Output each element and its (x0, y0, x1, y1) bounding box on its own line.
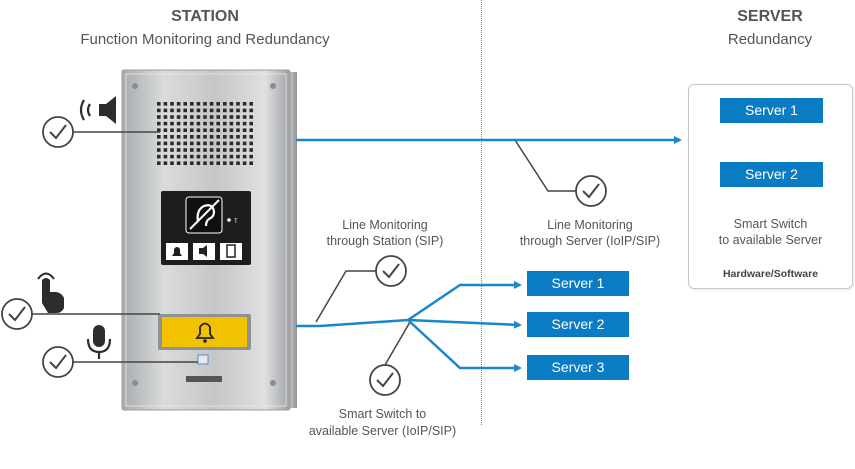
connection-lines (296, 136, 682, 372)
hardware-software-label: Hardware/Software (722, 268, 819, 280)
hearing-loop-icon: T (185, 196, 238, 234)
call-button[interactable] (158, 314, 251, 350)
smart-switch-line2: available Server (IoIP/SIP) (308, 424, 457, 438)
redundant-server-1[interactable]: Server 1 (720, 98, 823, 123)
station-subtitle: Function Monitoring and Redundancy (80, 31, 330, 48)
check-circle-icon (1, 298, 33, 330)
server-smart-switch-line1: Smart Switch (733, 217, 808, 231)
station-display: T (161, 191, 251, 265)
line-monitoring-server-line2: through Server (IoIP/SIP) (519, 234, 661, 248)
brand-logo (186, 376, 222, 382)
redundant-server-2[interactable]: Server 2 (720, 162, 823, 187)
bell-icon (195, 322, 215, 339)
door-icon (226, 244, 236, 258)
speaker-icon (79, 96, 116, 124)
camera-lens (197, 354, 209, 365)
server-subtitle: Redundancy (727, 31, 813, 48)
smart-switch-line1: Smart Switch to (338, 407, 427, 421)
section-divider (481, 0, 482, 425)
check-circle-icon (375, 255, 407, 287)
server-box-2[interactable]: Server 2 (527, 312, 629, 337)
speaker-grille (157, 102, 253, 165)
line-monitoring-station-line1: Line Monitoring (342, 218, 428, 232)
bell-icon (172, 247, 182, 256)
server-box-3[interactable]: Server 3 (527, 355, 629, 380)
server-box-1[interactable]: Server 1 (527, 271, 629, 296)
leader-lines (32, 131, 576, 366)
check-circle-icon (575, 175, 607, 207)
touch-hand-icon (37, 272, 64, 313)
server-title: SERVER (737, 8, 803, 25)
check-circle-icon (369, 364, 401, 396)
svg-text:T: T (234, 219, 238, 225)
line-monitoring-server-line1: Line Monitoring (547, 218, 633, 232)
line-monitoring-station-line2: through Station (SIP) (326, 234, 444, 248)
check-circle-icon (42, 346, 74, 378)
speaker-icon (199, 245, 207, 257)
check-circle-icon (42, 116, 74, 148)
station-title: STATION (171, 8, 239, 25)
server-smart-switch-line2: to available Server (718, 233, 823, 247)
microphone-icon (86, 325, 112, 359)
